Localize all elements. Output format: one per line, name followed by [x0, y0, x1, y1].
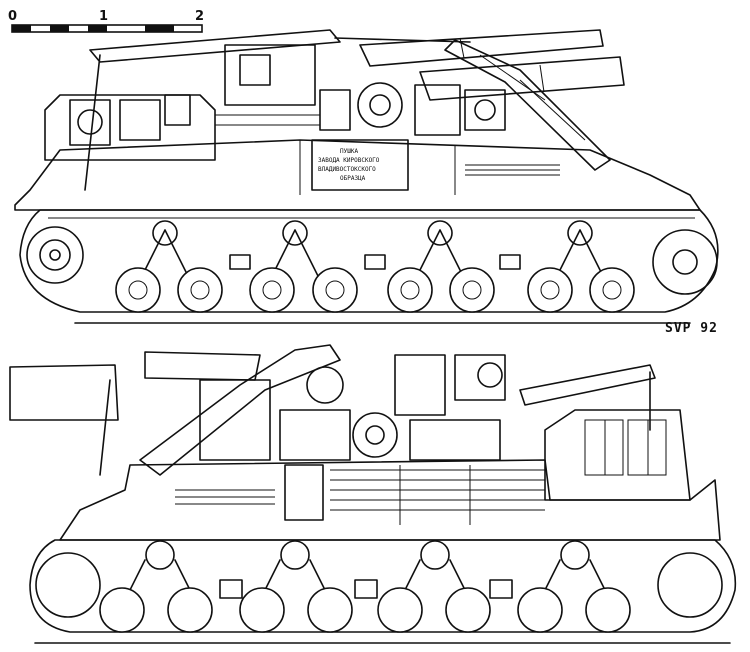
scale-tick-label-1: 1 — [99, 9, 108, 24]
scale-tick-label-0: 0 — [8, 9, 17, 24]
gun-barrels-bottom — [9, 351, 261, 421]
hull-plate — [311, 139, 409, 191]
drive-sprocket-top — [26, 226, 84, 284]
road-wheels-top — [115, 267, 635, 313]
hull-top: ПУШКА ЗАВОДА КИРОВСКОГО ВЛАДИВОСТОКСКОГО… — [14, 139, 701, 211]
idler-wheel-bottom — [35, 552, 101, 618]
hull-plate-line-1: ПУШКА — [340, 148, 358, 155]
idler-wheel-top — [652, 229, 718, 295]
crane-boom-bottom — [99, 344, 656, 476]
hull-plate-line-3: ВЛАДИВОСТОКСКОГО — [318, 166, 376, 173]
superstructure-top — [44, 44, 506, 161]
drive-sprocket-bottom — [657, 552, 723, 618]
signature: SVP 92 — [665, 321, 718, 336]
crane-boom-top — [84, 29, 611, 191]
top-vehicle-side-view: ПУШКА ЗАВОДА КИРОВСКОГО ВЛАДИВОСТОКСКОГО… — [14, 29, 719, 336]
road-wheels-bottom — [99, 587, 631, 633]
scale-tick-label-2: 2 — [195, 9, 204, 24]
gun-barrels-top — [359, 29, 625, 101]
return-rollers-bottom — [145, 540, 590, 570]
track-bottom — [29, 539, 737, 633]
superstructure-bottom — [199, 354, 506, 461]
cab-bottom — [544, 409, 691, 501]
scale-bar: 0 1 2 — [8, 9, 204, 33]
bottom-vehicle-side-view — [9, 344, 737, 644]
track-top — [19, 209, 719, 313]
suspension-bogies-bottom — [124, 559, 611, 601]
hull-plate-line-2: ЗАВОДА КИРОВСКОГО — [318, 157, 380, 164]
hull-plate-line-4: ОБРАЗЦА — [340, 175, 366, 182]
return-rollers-top — [229, 254, 521, 270]
hull-bottom — [59, 459, 721, 541]
